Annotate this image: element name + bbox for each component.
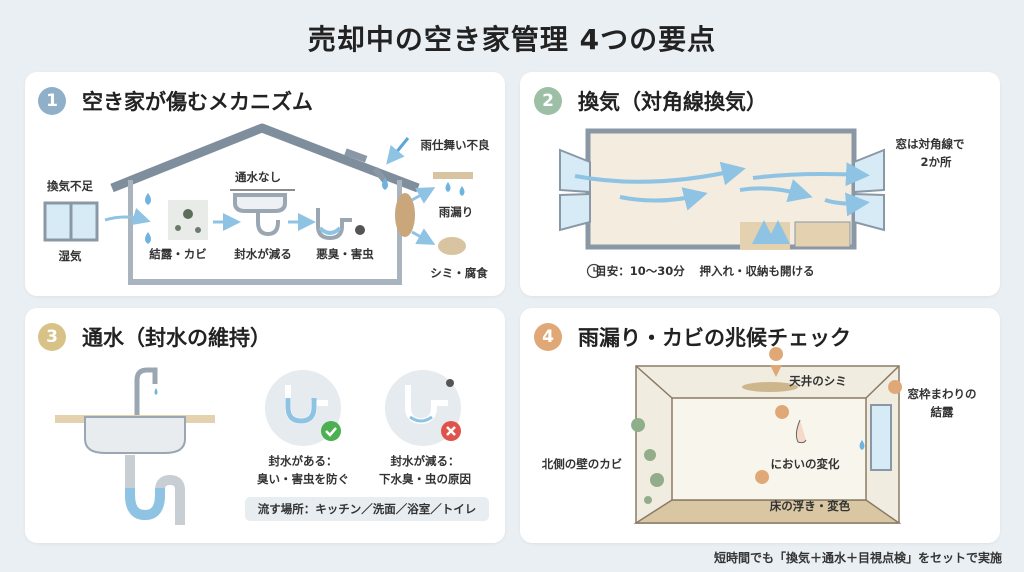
label-good-2: 臭い・害虫を防ぐ — [257, 472, 349, 486]
clock-icon — [586, 263, 602, 279]
pin-icon — [769, 347, 784, 377]
label-window-condensation-1: 窓枠まわりの — [907, 387, 977, 401]
label-leak: 雨漏り — [438, 205, 474, 219]
sink-pipe-icon — [230, 189, 295, 237]
label-stain-corrosion: シミ・腐食 — [430, 266, 488, 280]
panel-mechanism — [25, 72, 505, 296]
label-no-water-flow: 通水なし — [235, 170, 281, 184]
pin-icon — [631, 418, 646, 432]
label-humidity: 湿気 — [58, 249, 82, 263]
step-number-3: 3 — [38, 323, 66, 351]
pin-icon — [775, 405, 790, 419]
label-good-1: 封水がある： — [268, 454, 338, 468]
panel2-heading: 換気（対角線換気） — [578, 90, 767, 114]
label-storage-note: 押入れ・収納も開ける — [699, 264, 815, 278]
label-bad-1: 封水が減る： — [390, 454, 460, 468]
trap-odor-icon — [316, 208, 365, 241]
label-ceiling: 天井のシミ — [789, 374, 847, 388]
step-number-2: 2 — [534, 87, 562, 115]
label-bad-2: 下水臭・虫の原因 — [379, 472, 471, 486]
page-title: 売却中の空き家管理 4つの要点 — [307, 23, 717, 56]
pin-icon — [888, 380, 903, 394]
trap-bad-icon — [385, 370, 461, 446]
label-time-guide: 目安：10〜30分 — [595, 264, 685, 278]
pin-icon — [755, 470, 770, 484]
trap-good-icon — [265, 370, 341, 446]
label-window-condensation-2: 結露 — [930, 405, 954, 419]
room-perspective — [633, 365, 902, 524]
leak-damage-icon — [395, 172, 473, 255]
panel4-heading: 雨漏り・カビの兆候チェック — [578, 326, 851, 350]
mold-spots — [644, 449, 664, 504]
bug-icon — [446, 379, 454, 387]
label-windows-note-2: 2か所 — [920, 155, 952, 169]
airflow-arrows — [574, 161, 870, 244]
label-floor: 床の浮き・変色 — [769, 499, 851, 513]
label-odor-pests: 悪臭・害虫 — [316, 247, 374, 261]
mold-icon — [168, 200, 208, 240]
label-seal-water-decrease: 封水が減る — [234, 247, 292, 261]
sink-illustration — [55, 367, 215, 525]
label-smell-change: においの変化 — [770, 457, 840, 471]
step-number-1: 1 — [38, 87, 66, 115]
footer-note: 短時間でも「換気＋通水＋目視点検」をセットで実施 — [713, 551, 1002, 565]
label-windows-note-1: 窓は対角線で — [895, 137, 965, 151]
places-bar: 流す場所：キッチン／洗面／浴室／トイレ — [245, 497, 489, 521]
location-pins — [631, 347, 903, 484]
step-number-4: 4 — [534, 323, 562, 351]
label-condensation-mold: 結露・カビ — [149, 247, 207, 261]
panel1-heading: 空き家が傷むメカニズム — [82, 90, 313, 114]
window-left — [559, 148, 591, 232]
bug-icon — [355, 225, 365, 235]
check-icon — [321, 421, 341, 441]
water-drop-icon — [145, 178, 465, 244]
window-icon — [43, 201, 99, 242]
label-poor-ventilation: 換気不足 — [47, 179, 93, 193]
nose-icon — [795, 419, 807, 444]
panel3-heading: 通水（封水の維持） — [82, 326, 271, 350]
window-condensation-icon — [859, 404, 892, 471]
label-north-wall-mold: 北側の壁のカビ — [541, 457, 623, 471]
window-right — [853, 148, 885, 232]
room-floorplan — [585, 128, 857, 250]
label-poor-flashing: 雨仕舞い不良 — [420, 138, 490, 152]
